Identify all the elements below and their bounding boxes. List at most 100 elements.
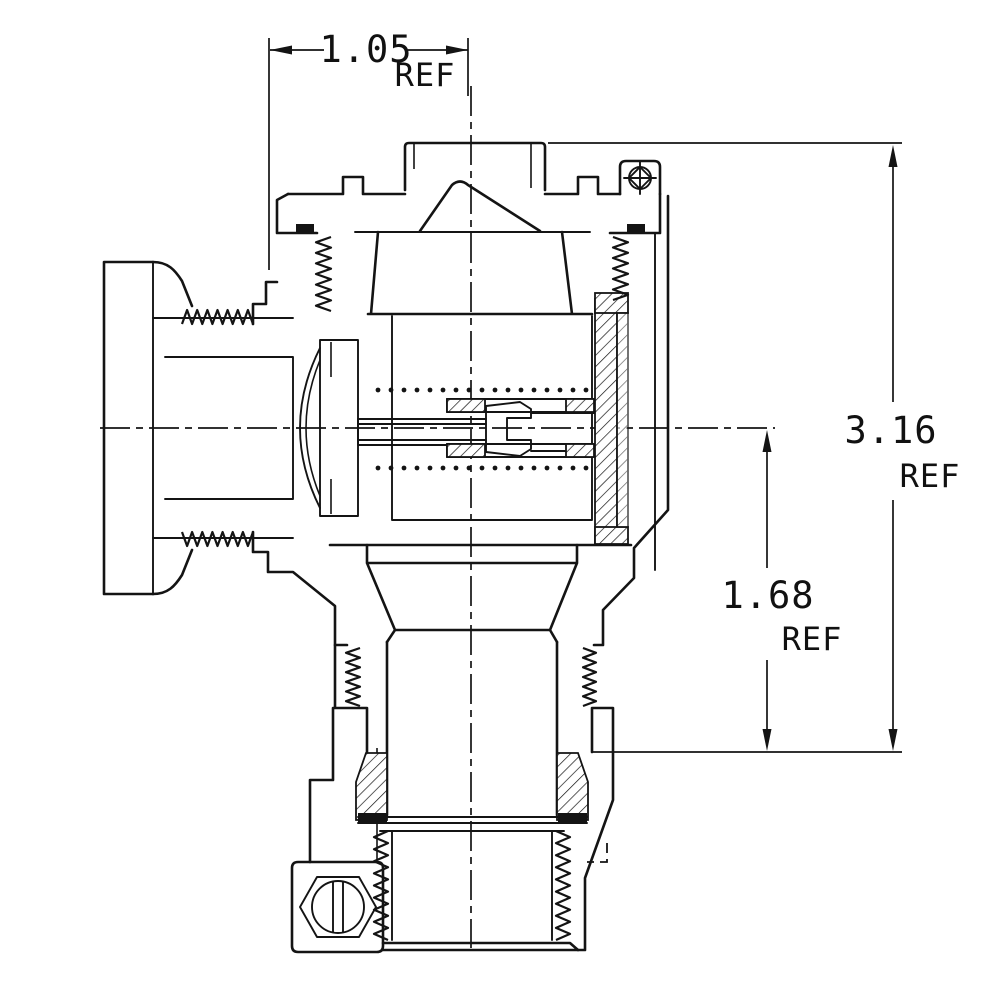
- thread-dot: [518, 465, 524, 471]
- gland-wedge-right: [556, 752, 589, 821]
- body-right-outer-wall: [592, 194, 670, 647]
- sleeve-hatch-bl: [446, 443, 486, 458]
- barrel-lines: [152, 317, 294, 539]
- gasket-lines: [357, 816, 588, 832]
- hex-boss: [290, 860, 385, 954]
- thread-dot: [557, 387, 563, 393]
- thread-dot: [453, 465, 459, 471]
- flange-chamfer-bottom: [151, 548, 194, 596]
- cap-center-tab: [403, 141, 547, 192]
- dimension-value: 3.16: [844, 409, 937, 452]
- thread-dot: [453, 387, 459, 393]
- thread-dot: [401, 465, 407, 471]
- thread-dot: [531, 465, 537, 471]
- thread-dot: [505, 465, 511, 471]
- thread-dot: [505, 387, 511, 393]
- thread-dot: [479, 465, 485, 471]
- thread-dot: [583, 387, 589, 393]
- dimension-qualifier: REF: [782, 620, 843, 658]
- thread-zigzag: [372, 829, 390, 942]
- thread-dot: [414, 465, 420, 471]
- cap-right-edge: [608, 192, 662, 235]
- arm-body-junction-bottom: [251, 530, 349, 647]
- dimension-value: 1.05: [319, 28, 412, 71]
- thread-dot: [479, 387, 485, 393]
- thread-zigzag: [581, 646, 598, 708]
- pipe-walls: [385, 640, 559, 817]
- dimension-qualifier: REF: [395, 56, 456, 94]
- o-ring-left: [296, 224, 314, 234]
- cap-tab-inner-lines: [413, 143, 532, 188]
- o-ring-right: [627, 224, 645, 234]
- centerlines: [100, 86, 775, 948]
- thread-dot: [492, 387, 498, 393]
- extension-lines: [548, 142, 902, 753]
- insulator-disc: [319, 339, 359, 517]
- thread-zigzag: [554, 829, 572, 942]
- thread-zigzag: [344, 646, 362, 708]
- thread-dot: [388, 465, 394, 471]
- thread-dot: [544, 465, 550, 471]
- part-outline: [102, 141, 670, 954]
- cap-top-right: [543, 175, 622, 196]
- thread-dot: [518, 387, 524, 393]
- neck-taper: [365, 543, 579, 644]
- arrowhead-up: [888, 145, 898, 167]
- nut-left: [308, 643, 369, 864]
- thread-dot: [466, 387, 472, 393]
- thread-dot: [583, 465, 589, 471]
- gland-wedge-left: [355, 752, 388, 821]
- dimension-value: 1.68: [721, 574, 814, 617]
- contact-sleeve: [446, 398, 594, 458]
- thread-dot: [570, 387, 576, 393]
- cavity-walls: [391, 315, 593, 521]
- cup-band-hatched: [616, 312, 629, 528]
- thread-zigzag: [314, 235, 333, 313]
- thread-zigzags: [180, 235, 630, 942]
- flange-chamfer-top: [151, 260, 194, 308]
- thread-dot: [375, 387, 381, 393]
- extension-lines: [268, 38, 469, 270]
- thread-dot: [427, 387, 433, 393]
- arrowhead-down: [888, 729, 898, 751]
- stub-bottom-edge: [381, 941, 580, 952]
- thread-zigzag: [611, 235, 630, 302]
- thread-dot: [531, 387, 537, 393]
- arrowhead-down: [762, 729, 772, 751]
- cap-top-left: [286, 175, 407, 196]
- thread-dot: [401, 387, 407, 393]
- dome: [418, 180, 542, 233]
- thread-dot: [570, 465, 576, 471]
- thread-dot: [427, 465, 433, 471]
- dimension-qualifier: REF: [900, 457, 961, 495]
- lens-washer-inner: [305, 359, 321, 497]
- sleeve-hatch-br: [565, 443, 595, 458]
- hidden-edge-right: [587, 843, 608, 863]
- sleeve-hatch-tl: [446, 398, 486, 413]
- lens-washer-outer: [299, 347, 321, 509]
- thread-dot: [440, 387, 446, 393]
- thread-dot: [466, 465, 472, 471]
- stub-bore: [391, 830, 553, 941]
- arrowhead-right: [446, 45, 468, 55]
- thread-dot: [440, 465, 446, 471]
- nut-right: [576, 706, 615, 952]
- dimension-centerline-to-base: 1.68 REF: [721, 430, 843, 751]
- dimension-top-width: 1.05 REF: [268, 28, 469, 270]
- arrowhead-left: [270, 45, 292, 55]
- arrowhead-up: [762, 430, 772, 452]
- thread-dot: [544, 387, 550, 393]
- cup-foot-hatched: [594, 526, 629, 545]
- hex-plug-side-view: [299, 876, 377, 938]
- socket-fork-contact: [485, 401, 532, 457]
- left-flange: [102, 260, 155, 596]
- cup-web-hatched: [594, 298, 618, 545]
- insulator-plug: [366, 230, 594, 316]
- thread-dot: [388, 387, 394, 393]
- sleeve-hatch-tr: [565, 398, 595, 413]
- thread-dot: [375, 465, 381, 471]
- thread-zigzag: [180, 530, 255, 548]
- thread-dot: [557, 465, 563, 471]
